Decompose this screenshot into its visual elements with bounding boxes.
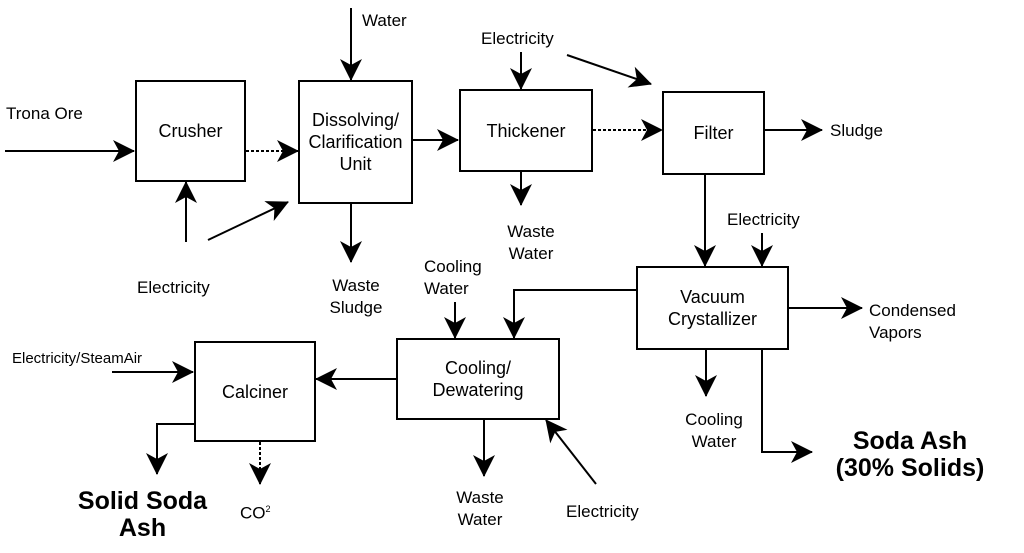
label-condensed-vapors: Condensed Vapors (869, 301, 956, 342)
label-sludge: Sludge (830, 121, 883, 140)
label-waste-water-cooling: Waste Water (456, 488, 504, 529)
label-electricity-cooling: Electricity (566, 502, 639, 521)
label-co2-subscript: 2 (265, 504, 271, 514)
label-water-top: Water (362, 11, 407, 30)
arrow-electricity-filter (566, 54, 652, 88)
crusher-box: Crusher (135, 80, 246, 182)
arrow-crystallizer-cooling (503, 289, 637, 339)
output-solid-soda-ash: Solid Soda Ash (77, 487, 208, 542)
label-cooling-water-in: Cooling Water (424, 257, 482, 298)
label-trona-ore: Trona Ore (6, 104, 83, 123)
label-cooling-water-out: Cooling Water (685, 410, 743, 451)
label-co2: CO2 (240, 498, 271, 525)
arrow-electricity-cooling (545, 419, 597, 485)
label-waste-water-thickener: Waste Water (507, 222, 555, 263)
label-electricity-crystallizer: Electricity (727, 210, 800, 229)
label-electricity-top: Electricity (481, 29, 554, 48)
arrow-electricity-dissolving (207, 201, 289, 241)
cooling-dewatering-box: Cooling/ Dewatering (396, 338, 560, 420)
output-soda-ash-solution: Soda Ash (30% Solids) (835, 427, 985, 482)
calciner-box: Calciner (194, 341, 316, 442)
dissolving-clarification-box: Dissolving/ Clarification Unit (298, 80, 413, 204)
label-waste-sludge: Waste Sludge (329, 276, 383, 317)
label-electricity-crusher: Electricity (137, 278, 210, 297)
filter-box: Filter (662, 91, 765, 175)
vacuum-crystallizer-box: Vacuum Crystallizer (636, 266, 789, 350)
arrow-soda-ash-solution (761, 350, 813, 463)
thickener-box: Thickener (459, 89, 593, 172)
arrow-solid-soda-ash (146, 423, 194, 475)
label-co2-text: CO (240, 503, 266, 523)
label-electricity-steam-air: Electricity/SteamAir (12, 350, 143, 367)
